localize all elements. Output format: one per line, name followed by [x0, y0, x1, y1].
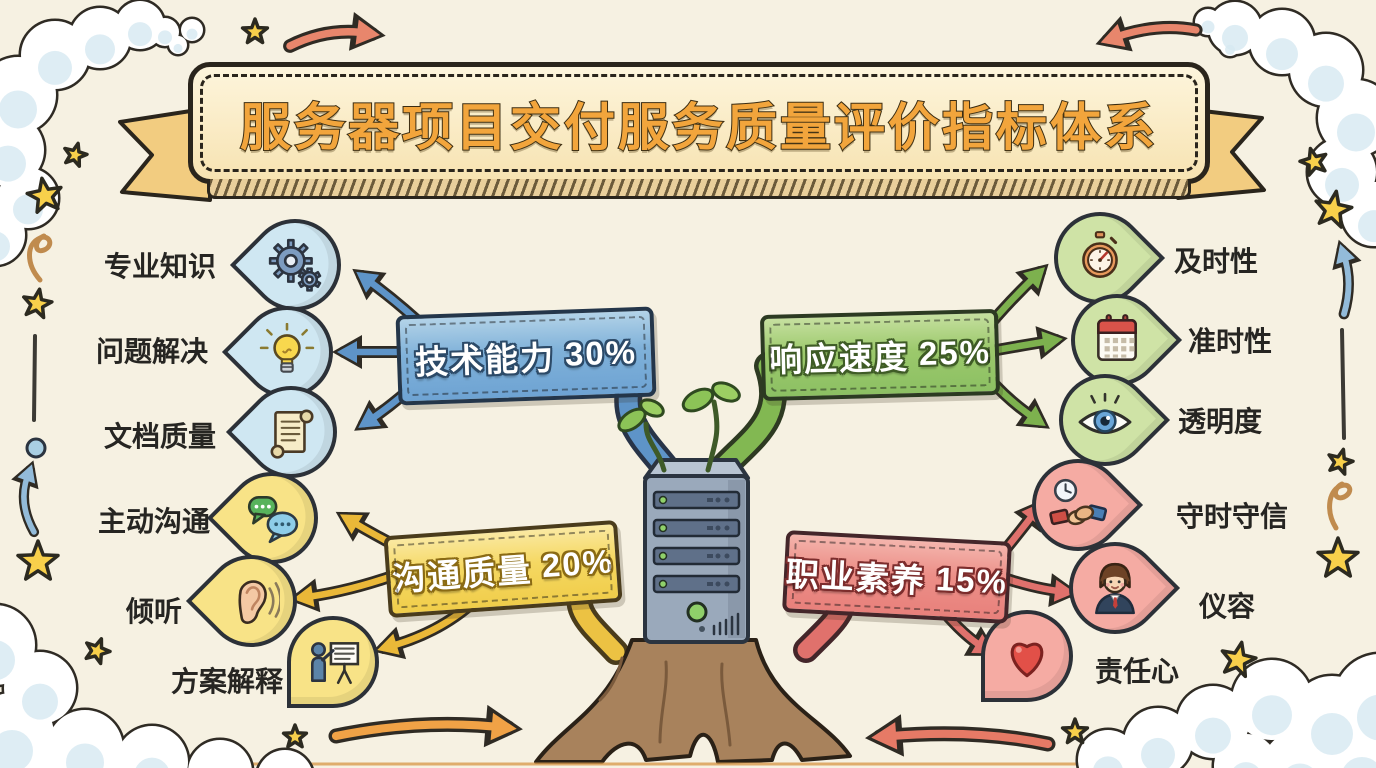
- ear-icon: [238, 580, 280, 624]
- leaf-punctual-trustworthy: [1012, 439, 1144, 571]
- leaf-responsibility: [981, 610, 1073, 702]
- spiral-icon: [1327, 481, 1353, 531]
- subitem-label: 准时性: [1187, 326, 1273, 357]
- subitem-label: 问题解决: [95, 336, 209, 367]
- leaf-listening: [185, 535, 317, 667]
- branch-weight: 25%: [918, 333, 992, 372]
- leaf-appearance: [1049, 522, 1181, 654]
- star-icon: [16, 539, 60, 581]
- star-icon: [1220, 640, 1258, 679]
- subitem-label: 专业知识: [103, 251, 217, 282]
- connector-arrow-icon: [288, 568, 404, 613]
- leaf-timeliness: [1034, 192, 1166, 324]
- subitem-label: 仪容: [1198, 591, 1256, 622]
- edge-decorations: [16, 17, 1360, 749]
- star-icon: [1327, 447, 1355, 476]
- subitem-label: 责任心: [1094, 656, 1180, 687]
- decorative-arrow-icon: [1095, 15, 1203, 52]
- calendar-icon: [1097, 314, 1137, 361]
- star-icon: [281, 723, 309, 749]
- leaf-knowledge: [229, 199, 361, 331]
- spiral-icon: [27, 233, 53, 283]
- star-icon: [240, 17, 270, 45]
- decorative-arrow-icon: [865, 714, 1056, 757]
- leaf-problem-solving: [221, 286, 353, 418]
- star-icon: [1314, 189, 1354, 229]
- connector-arrow-icon: [998, 572, 1080, 607]
- star-icon: [63, 141, 89, 168]
- cloud-icon: [0, 602, 314, 768]
- branch-label: 沟通质量: [391, 551, 534, 598]
- title-banner: 服务器项目交付服务质量评价指标体系: [188, 62, 1210, 199]
- presentation-icon: [310, 642, 360, 685]
- leaf-solution-explanation: [287, 616, 379, 708]
- subitem-label: 倾听: [125, 596, 183, 627]
- accent-line: [32, 334, 37, 422]
- star-icon: [1298, 146, 1328, 177]
- star-icon: [1060, 717, 1090, 745]
- clock-handshake-icon: [1049, 478, 1107, 526]
- cloud-icon: [0, 0, 206, 268]
- title-inner-frame: 服务器项目交付服务质量评价指标体系: [200, 74, 1198, 172]
- subitem-label: 及时性: [1173, 246, 1259, 277]
- branch-banner-tech: 技术能力 30%: [395, 306, 657, 406]
- lightbulb-icon: [259, 323, 315, 373]
- branch-banner-professionalism: 职业素养 15%: [782, 530, 1012, 624]
- subitem-label: 主动沟通: [97, 506, 211, 537]
- page-title: 服务器项目交付服务质量评价指标体系: [239, 98, 1158, 157]
- server-icon: [643, 458, 750, 644]
- branch-banner-communication: 沟通质量 20%: [383, 519, 623, 619]
- leaf-proactive-communication: [206, 452, 338, 584]
- subitem-label: 方案解释: [170, 666, 284, 697]
- decorative-arrow-icon: [11, 460, 40, 538]
- sprout-icons: [617, 381, 741, 473]
- person-suit-icon: [1095, 562, 1135, 615]
- power-button: [686, 601, 708, 623]
- subitem-label: 透明度: [1177, 406, 1263, 437]
- eye-icon: [1078, 392, 1132, 434]
- server-vents: [712, 612, 740, 636]
- heart-icon: [1010, 642, 1044, 678]
- leaf-punctuality: [1051, 274, 1183, 406]
- branch-weight: 20%: [540, 542, 616, 585]
- accent-line: [1340, 328, 1346, 440]
- star-icon: [84, 637, 112, 666]
- leaf-transparency: [1039, 354, 1171, 486]
- subitem-label: 守时守信: [1175, 501, 1289, 532]
- banner-shadow-hatch: [207, 179, 1191, 199]
- cloud-icon: [1075, 651, 1376, 768]
- decorative-arrow-icon: [328, 704, 523, 748]
- decorative-arrow-icon: [283, 12, 386, 53]
- leaf-documentation: [225, 366, 357, 498]
- branch-label: 技术能力: [414, 338, 556, 381]
- branch-weight: 15%: [934, 560, 1009, 601]
- stopwatch-icon: [1082, 231, 1118, 278]
- star-icon: [22, 287, 54, 320]
- scroll-icon: [270, 409, 314, 459]
- chat-bubbles-icon: [247, 495, 299, 544]
- branch-label: 响应速度: [768, 338, 910, 379]
- decorative-arrow-icon: [1332, 239, 1362, 320]
- branch-label: 职业素养: [785, 555, 927, 600]
- subitem-label: 文档质量: [103, 421, 217, 452]
- tree-trunk: [534, 638, 852, 764]
- dot-icon: [25, 437, 47, 459]
- gear-icon: [268, 238, 322, 292]
- branch-weight: 30%: [564, 333, 638, 373]
- branch-banner-response: 响应速度 25%: [759, 308, 1001, 402]
- star-icon: [25, 176, 63, 214]
- star-icon: [1316, 536, 1360, 578]
- server-bays: [652, 490, 741, 594]
